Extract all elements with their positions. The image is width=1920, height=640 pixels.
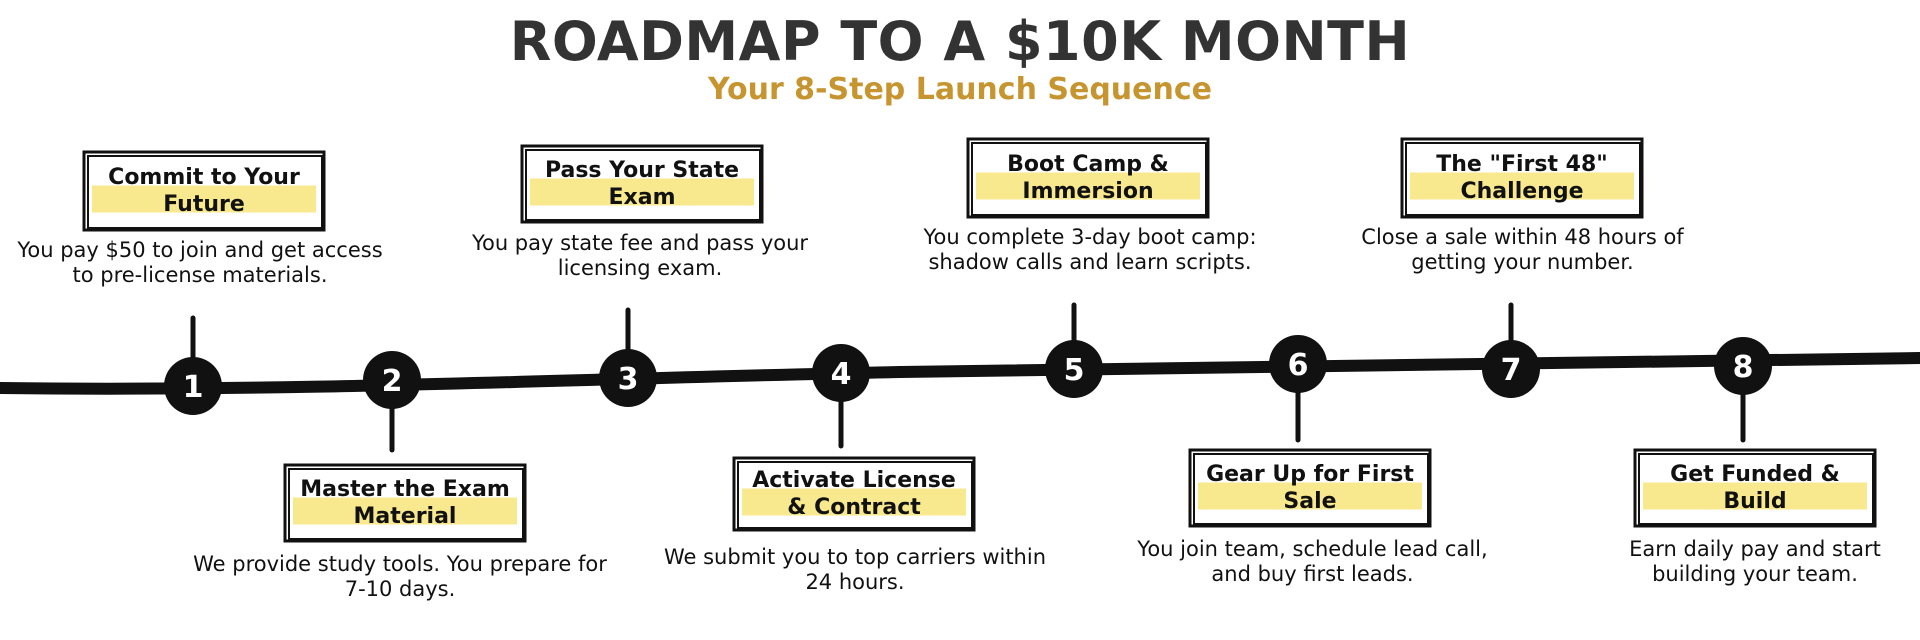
- step-8-description: Earn daily pay and start building your t…: [1629, 537, 1881, 587]
- step-4-title: Activate License & Contract: [742, 464, 966, 526]
- step-2-number: 2: [382, 364, 403, 399]
- step-3-title: Pass Your State Exam: [530, 152, 754, 218]
- step-4-description: We submit you to top carriers within 24 …: [663, 545, 1047, 595]
- step-7-marker: [1482, 340, 1540, 398]
- step-5-title-text: Boot Camp & Immersion: [976, 152, 1200, 206]
- step-8-title-box-inner: [1638, 453, 1874, 525]
- step-7-number: 7: [1501, 353, 1522, 388]
- step-8-number: 8: [1733, 350, 1754, 385]
- step-5-description: You complete 3-day boot camp: shadow cal…: [923, 225, 1257, 275]
- step-7-description: Close a sale within 48 hours of getting …: [1361, 225, 1684, 275]
- step-3-title-box-inner: [525, 149, 761, 221]
- step-1-title: Commit to Your Future: [92, 158, 316, 226]
- step-5-title-box-inner: [971, 142, 1207, 216]
- step-2-title-box-inner: [288, 468, 524, 540]
- step-7-title: The "First 48" Challenge: [1410, 145, 1634, 213]
- step-6-title: Gear Up for First Sale: [1198, 456, 1422, 522]
- step-8-title: Get Funded & Build: [1643, 456, 1867, 522]
- step-6-title-box-inner: [1193, 453, 1429, 525]
- step-3-marker: [599, 349, 657, 407]
- step-4-title-box-inner: [737, 461, 973, 529]
- step-6-title-text: Gear Up for First Sale: [1198, 462, 1422, 516]
- step-3-number: 3: [618, 362, 639, 397]
- step-1-title-box-inner: [87, 155, 323, 229]
- step-4-number: 4: [831, 357, 852, 392]
- step-7-title-text: The "First 48" Challenge: [1410, 152, 1634, 206]
- timeline-line: [0, 352, 1920, 395]
- page-title: ROADMAP TO A $10K MONTH: [509, 10, 1411, 73]
- step-7-title-box-inner: [1405, 142, 1641, 216]
- step-6-number: 6: [1288, 348, 1309, 383]
- step-2-title: Master the Exam Material: [293, 471, 517, 537]
- step-1-description: You pay $50 to join and get access to pr…: [17, 238, 383, 288]
- page-subtitle: Your 8-Step Launch Sequence: [708, 72, 1212, 107]
- step-8-title-text: Get Funded & Build: [1643, 462, 1867, 516]
- step-2-marker: [363, 351, 421, 409]
- step-4-marker: [812, 344, 870, 402]
- step-3-title-text: Pass Your State Exam: [530, 158, 754, 212]
- step-1-title-text: Commit to Your Future: [92, 165, 316, 219]
- step-4-title-text: Activate License & Contract: [742, 468, 966, 522]
- step-5-marker: [1045, 340, 1103, 398]
- step-5-number: 5: [1064, 353, 1085, 388]
- step-5-title: Boot Camp & Immersion: [976, 145, 1200, 213]
- step-2-description: We provide study tools. You prepare for …: [193, 552, 607, 602]
- step-1-marker: [164, 357, 222, 415]
- step-6-marker: [1269, 335, 1327, 393]
- step-1-number: 1: [183, 370, 204, 405]
- step-2-title-text: Master the Exam Material: [293, 477, 517, 531]
- step-8-marker: [1714, 337, 1772, 395]
- step-3-description: You pay state fee and pass your licensin…: [471, 231, 809, 281]
- step-6-description: You join team, schedule lead call, and b…: [1137, 537, 1488, 587]
